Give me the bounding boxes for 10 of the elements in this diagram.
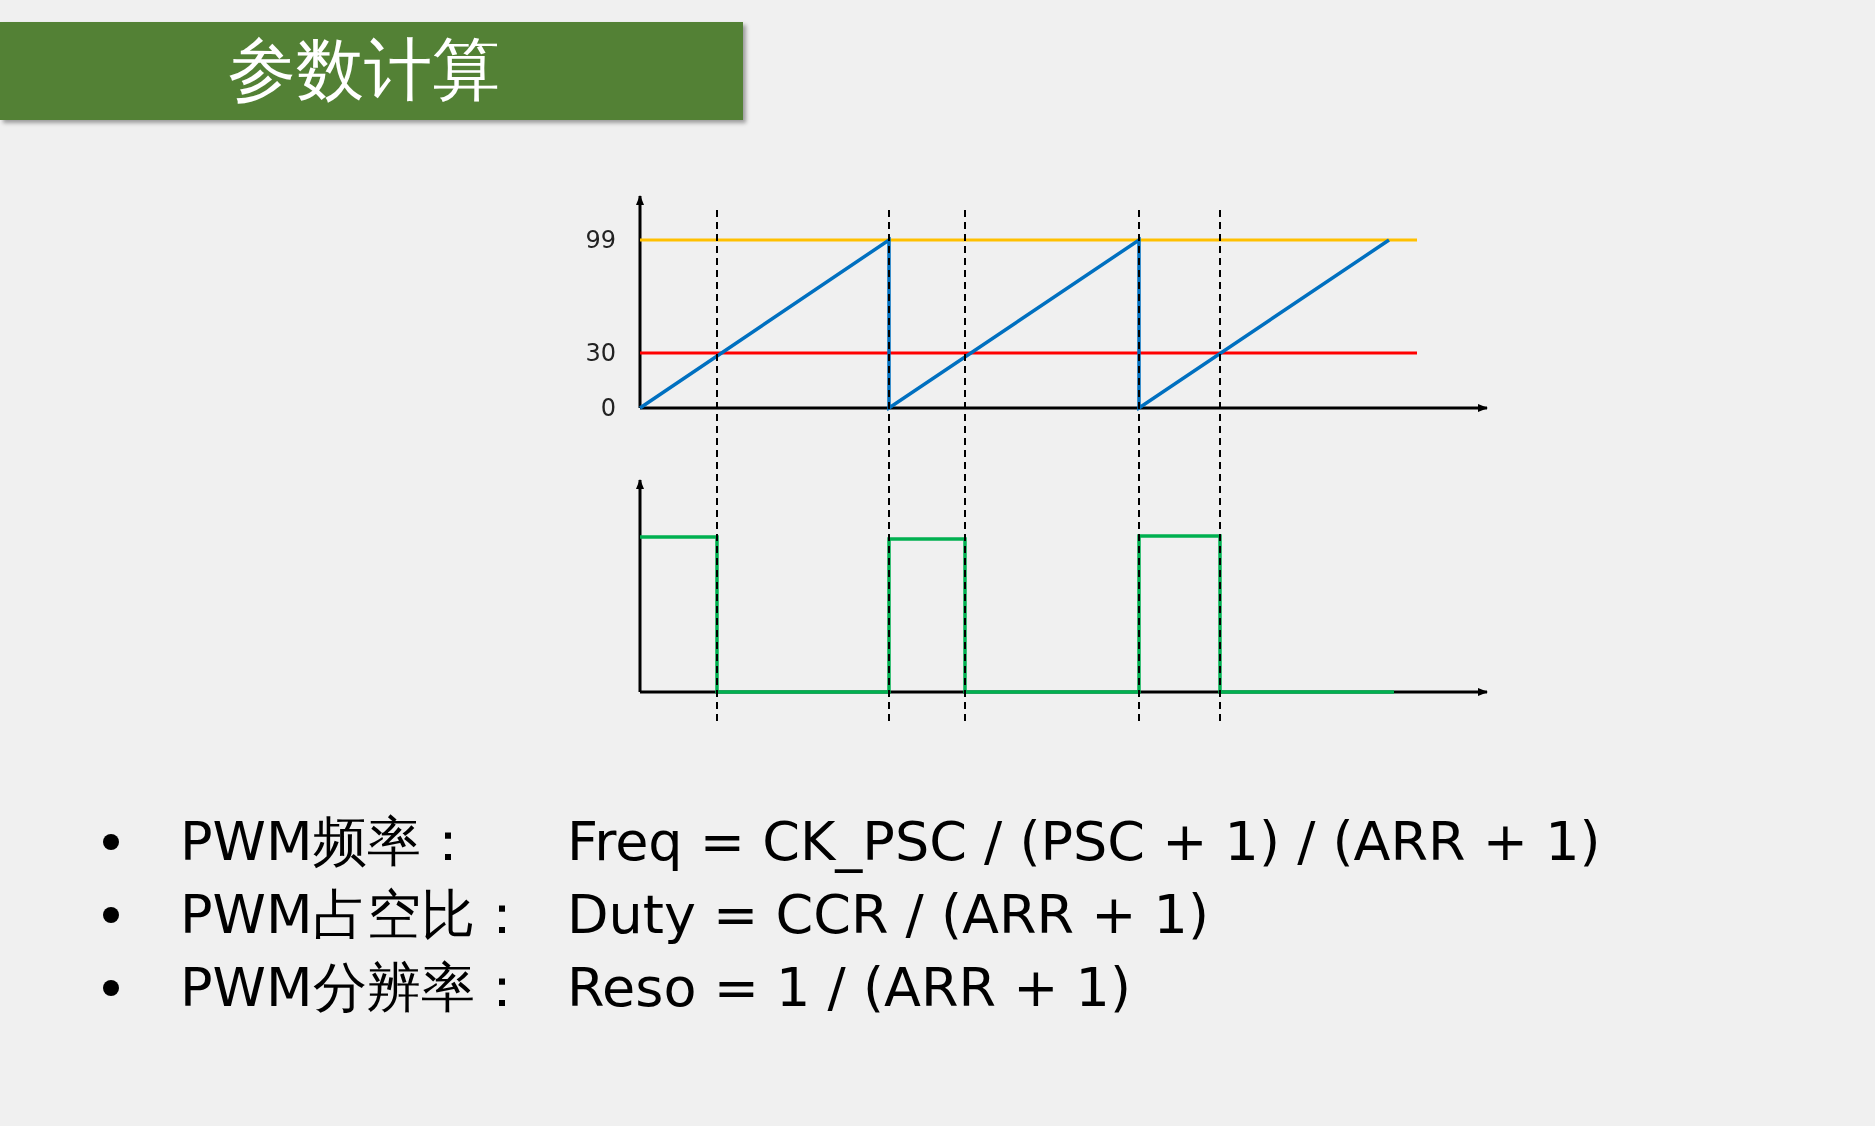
formula: Reso = 1 / (ARR + 1) xyxy=(567,956,1131,1020)
axis-tick-label: 99 xyxy=(585,225,616,255)
formula-name: PWM频率： xyxy=(180,810,475,874)
formula-name: PWM占空比： xyxy=(180,883,529,947)
axis-tick-label: 0 xyxy=(600,393,616,423)
title: 参数计算 xyxy=(228,30,500,110)
formula: Freq = CK_PSC / (PSC + 1) / (ARR + 1) xyxy=(567,810,1601,874)
formula: Duty = CCR / (ARR + 1) xyxy=(567,883,1209,947)
axis-tick-label: 30 xyxy=(585,338,616,368)
formula-name: PWM分辨率： xyxy=(180,956,529,1020)
